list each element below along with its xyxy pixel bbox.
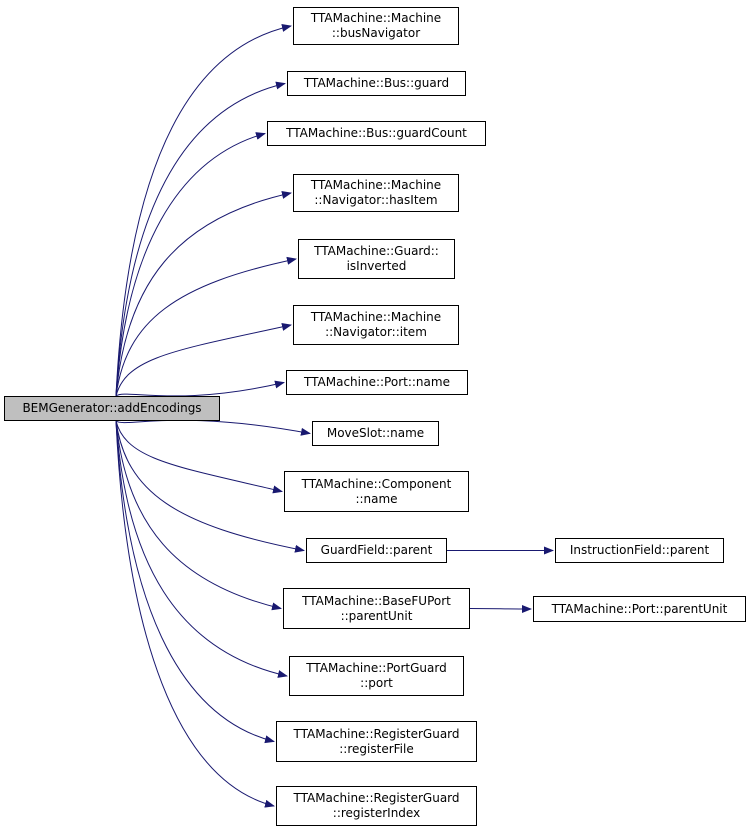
- edge-to-busNavigator: [115, 24, 292, 397]
- node-label-line: TTAMachine::Machine: [310, 178, 442, 192]
- edge-to-item: [115, 323, 292, 397]
- callee-node-hasItem[interactable]: TTAMachine::Machine::Navigator::hasItem: [293, 174, 459, 212]
- secondary-node-port-parentUnit[interactable]: TTAMachine::Port::parentUnit: [533, 596, 746, 622]
- callee-node-parentUnit[interactable]: TTAMachine::BaseFUPort::parentUnit: [283, 588, 470, 629]
- edge-to-parentUnit: [115, 420, 282, 611]
- edge-layer: [115, 24, 554, 808]
- node-label-line: TTAMachine::Port::name: [304, 375, 450, 389]
- node-label-line: TTAMachine::Bus::guardCount: [286, 126, 467, 140]
- node-label-line: InstructionField::parent: [569, 543, 710, 557]
- callee-node-guardfield-parent[interactable]: GuardField::parent: [306, 538, 447, 563]
- callee-node-port[interactable]: TTAMachine::PortGuard::port: [289, 656, 464, 696]
- edge-to-hasItem: [115, 191, 292, 397]
- node-label-line: TTAMachine::RegisterGuard: [293, 726, 460, 741]
- callee-node-registerIndex[interactable]: TTAMachine::RegisterGuard::registerIndex: [276, 786, 477, 826]
- edge-to-moveslot-name: [115, 419, 311, 436]
- root-node-addEncodings: BEMGenerator::addEncodings: [4, 396, 220, 421]
- node-label-line: ::port: [360, 676, 393, 690]
- edge-to-port: [115, 420, 288, 678]
- edge-to-component-name: [115, 420, 283, 494]
- callee-node-isInverted[interactable]: TTAMachine::Guard::isInverted: [298, 239, 455, 279]
- edge-to-registerIndex: [115, 420, 275, 808]
- edge-to-guardfield-parent: [115, 420, 305, 553]
- callee-node-guardCount[interactable]: TTAMachine::Bus::guardCount: [267, 121, 486, 146]
- node-label-line: TTAMachine::PortGuard: [306, 661, 447, 675]
- node-label-line: TTAMachine::Guard::: [314, 244, 439, 258]
- edge-to-isInverted: [115, 256, 297, 397]
- callee-node-registerFile[interactable]: TTAMachine::RegisterGuard::registerFile: [276, 721, 477, 762]
- node-label-line: TTAMachine::Bus::guard: [303, 76, 450, 90]
- callee-node-moveslot-name[interactable]: MoveSlot::name: [312, 421, 439, 446]
- edge-to-guardCount: [115, 132, 266, 397]
- node-label-line: ::Navigator::item: [325, 325, 427, 339]
- edge-to-port-parentUnit: [469, 604, 532, 613]
- node-label-line: ::name: [355, 491, 398, 506]
- node-label-line: TTAMachine::Component: [301, 476, 452, 491]
- callee-node-busNavigator[interactable]: TTAMachine::Machine::busNavigator: [293, 7, 459, 45]
- edge-to-registerFile: [115, 420, 275, 744]
- node-label-line: ::busNavigator: [331, 26, 421, 40]
- node-label-line: MoveSlot::name: [326, 426, 425, 440]
- node-label-line: isInverted: [346, 259, 407, 273]
- node-label-line: BEMGenerator::addEncodings: [22, 401, 202, 415]
- secondary-node-instructionfield-parent[interactable]: InstructionField::parent: [555, 538, 724, 563]
- node-label-line: ::Navigator::hasItem: [314, 193, 438, 207]
- callee-node-guard[interactable]: TTAMachine::Bus::guard: [287, 71, 466, 96]
- node-label-line: ::registerIndex: [332, 806, 421, 820]
- node-label-line: TTAMachine::BaseFUPort: [302, 593, 451, 608]
- edge-to-guard: [115, 81, 286, 397]
- node-label-line: TTAMachine::RegisterGuard: [293, 791, 460, 805]
- callee-node-port-name[interactable]: TTAMachine::Port::name: [286, 370, 468, 395]
- node-label-line: GuardField::parent: [320, 543, 433, 557]
- node-label-line: TTAMachine::Port::parentUnit: [551, 601, 728, 616]
- node-label-line: TTAMachine::Machine: [310, 310, 442, 324]
- node-label-line: ::parentUnit: [340, 608, 413, 623]
- node-label-line: TTAMachine::Machine: [310, 11, 442, 25]
- edge-to-port-name: [115, 380, 285, 397]
- node-label-line: ::registerFile: [339, 741, 414, 756]
- callee-node-item[interactable]: TTAMachine::Machine::Navigator::item: [293, 305, 459, 345]
- callee-node-component-name[interactable]: TTAMachine::Component::name: [284, 471, 469, 512]
